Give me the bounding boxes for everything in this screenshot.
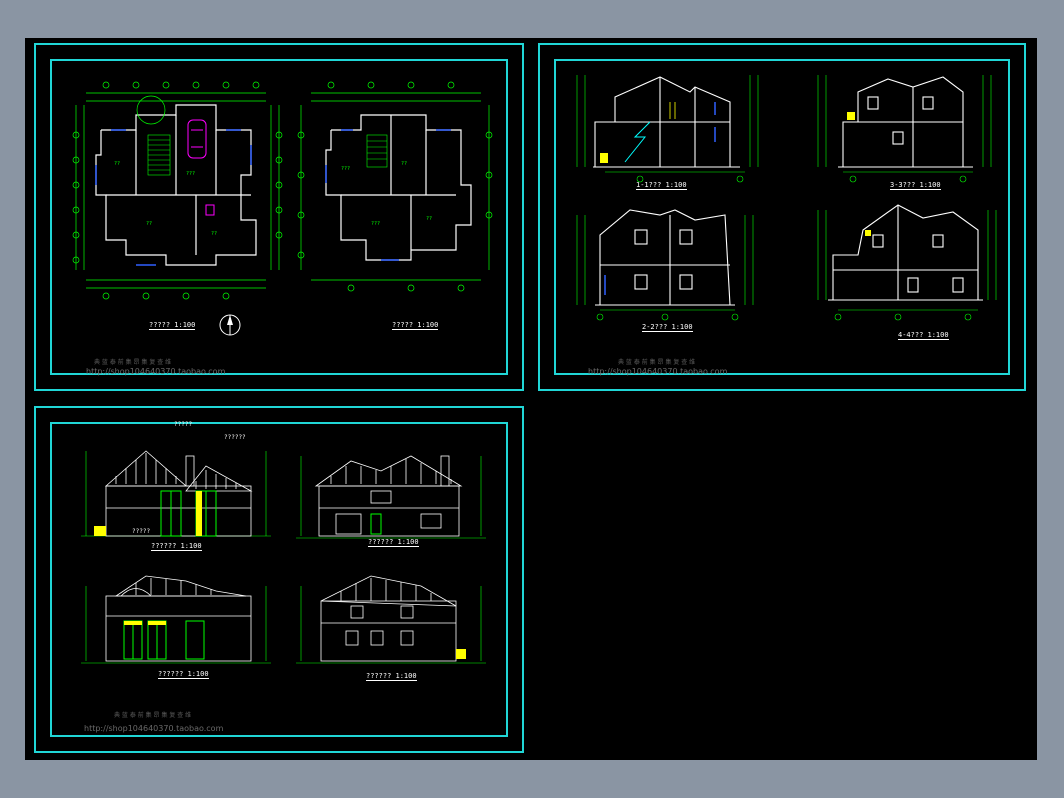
- drawing-title-section-4-4: 4-4??? 1:100: [898, 331, 949, 340]
- sheet-sections[interactable]: 1-1??? 1:100 3-3??? 1:100 2-2??? 1:100 4…: [538, 43, 1026, 391]
- svg-text:???: ???: [341, 166, 350, 172]
- watermark-text: 典 蓝 泰 前 集 昂 集 复 查 维: [114, 712, 192, 719]
- drawing-title-section-2-2: 2-2??? 1:100: [642, 323, 693, 332]
- drawing-title-upper-plan: ????? 1:100: [392, 321, 439, 330]
- watermark-text: 典 蓝 泰 前 集 昂 集 复 查 维: [618, 359, 696, 366]
- svg-text:??: ??: [426, 216, 432, 222]
- section-4-4: [817, 204, 997, 321]
- elevation-rear: [296, 455, 486, 539]
- drawing-title-elevation-1: ?????? 1:100: [151, 542, 202, 551]
- drawing-title-ground-plan: ????? 1:100: [149, 321, 196, 330]
- section-2-2: [576, 209, 754, 321]
- section-3-3: [817, 75, 992, 183]
- sheet-frame: [554, 59, 1010, 375]
- drawing-title-elevation-3: ?????? 1:100: [158, 670, 209, 679]
- elevation-tag-2: ??????: [224, 434, 246, 441]
- elevation-tag-1: ?????: [174, 421, 193, 428]
- drawing-title-section-1-1: 1-1??? 1:100: [636, 181, 687, 190]
- drawing-title-elevation-4: ?????? 1:100: [366, 672, 417, 681]
- elevation-front: [81, 450, 271, 537]
- svg-text:??: ??: [401, 161, 407, 167]
- north-arrow-icon: [219, 314, 241, 336]
- watermark-url: http://shop104640370.taobao.com: [84, 724, 224, 733]
- drawing-title-section-3-3: 3-3??? 1:100: [890, 181, 941, 190]
- sheet-frame: [50, 422, 508, 737]
- drawing-canvas[interactable]: ?????????: [25, 38, 1037, 760]
- svg-text:??: ??: [211, 231, 217, 237]
- drawing-title-elevation-2: ?????? 1:100: [368, 538, 419, 547]
- section-1-1: [576, 75, 759, 183]
- elevation-left: [81, 575, 271, 664]
- svg-text:??: ??: [114, 161, 120, 167]
- floor-plan-ground: ?????????: [72, 81, 283, 300]
- svg-text:??: ??: [146, 221, 152, 227]
- watermark-url: http://shop104640370.taobao.com: [86, 367, 226, 376]
- elevation-tag-3: ?????: [132, 528, 151, 535]
- watermark-url: http://shop104640370.taobao.com: [588, 367, 728, 376]
- svg-text:???: ???: [186, 171, 195, 177]
- floor-plan-upper: ??????????: [297, 81, 493, 292]
- sheet-elevations[interactable]: ?????? 1:100 ?????? 1:100 ?????? 1:100 ?…: [34, 406, 524, 753]
- sheet-frame: [50, 59, 508, 375]
- watermark-text: 典 蓝 泰 前 集 昂 集 复 查 维: [94, 359, 172, 366]
- svg-text:???: ???: [371, 221, 380, 227]
- sheet-floor-plans[interactable]: ?????????: [34, 43, 524, 391]
- elevation-right: [296, 575, 486, 664]
